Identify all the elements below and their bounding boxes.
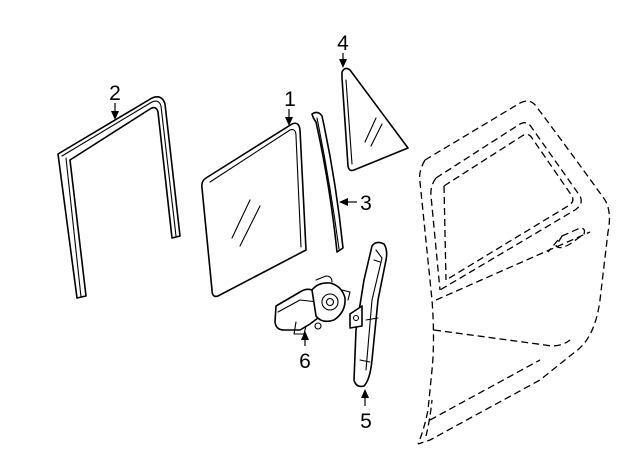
window-regulator-part (349, 241, 388, 388)
callout-5: 5 (360, 410, 372, 433)
callout-3: 3 (360, 192, 372, 215)
window-motor-part (274, 275, 351, 335)
callout-2: 2 (109, 82, 121, 105)
rear-door-outline (417, 100, 611, 445)
callout-1: 1 (284, 88, 296, 111)
quarter-glass-part (341, 67, 409, 172)
callout-4: 4 (337, 32, 349, 55)
run-channel-part (57, 96, 181, 299)
callout-leaders (111, 53, 369, 406)
division-channel-part (311, 111, 344, 253)
door-glass-part (201, 122, 307, 298)
callout-6: 6 (299, 350, 311, 373)
